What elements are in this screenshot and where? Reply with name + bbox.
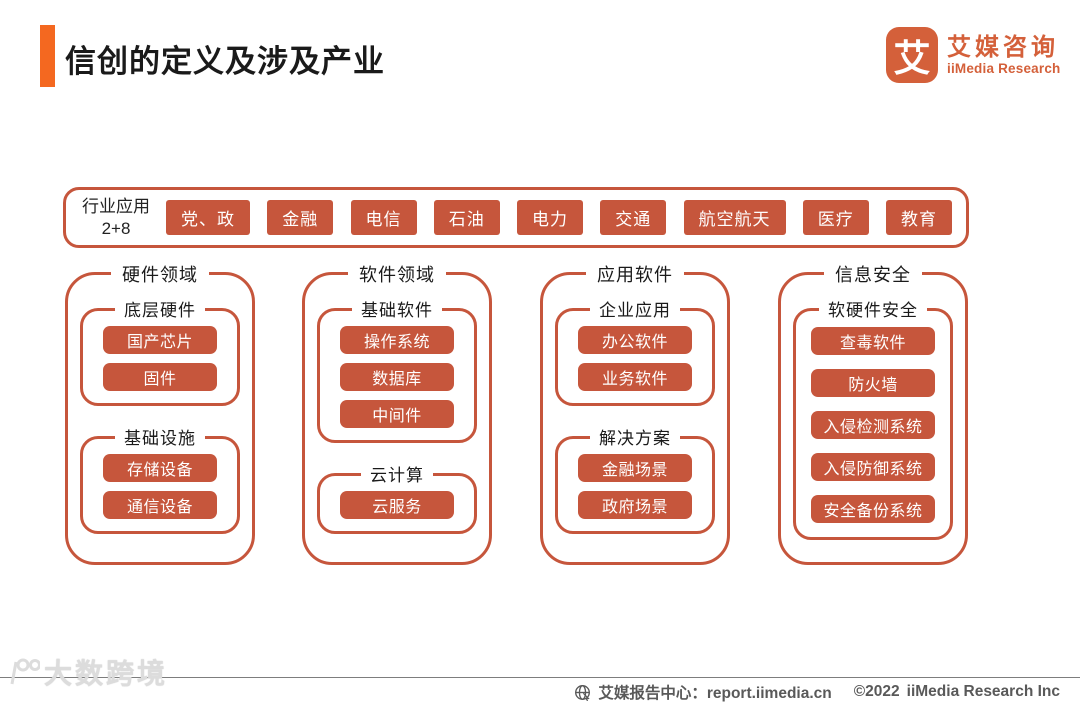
- group-item-list: 办公软件业务软件: [558, 311, 712, 403]
- category-title: 信息安全: [824, 262, 922, 288]
- page-title: 信创的定义及涉及产业: [65, 44, 385, 79]
- category-box: 应用软件企业应用办公软件业务软件解决方案金融场景政府场景: [540, 262, 730, 565]
- category-title: 应用软件: [586, 262, 684, 288]
- item-chip: 政府场景: [578, 491, 692, 519]
- footer: 艾媒报告中心：report.iimedia.cn ©2022 iiMedia R…: [574, 681, 1060, 702]
- group-item-list: 金融场景政府场景: [558, 439, 712, 531]
- item-chip: 云服务: [340, 491, 454, 519]
- footer-brand: iiMedia Research Inc: [906, 683, 1060, 700]
- industry-chip: 航空航天: [683, 200, 786, 235]
- item-chip: 存储设备: [103, 454, 217, 482]
- iimedia-logo-text: 艾媒咨询 iiMedia Research: [947, 34, 1061, 77]
- item-chip: 安全备份系统: [811, 495, 935, 523]
- group-box: 基础设施存储设备通信设备: [80, 427, 240, 534]
- industry-label-line1: 行业应用: [82, 197, 150, 217]
- industry-chip: 电力: [517, 200, 583, 235]
- industry-chip: 医疗: [802, 200, 869, 235]
- item-chip: 操作系统: [340, 326, 454, 354]
- item-chip: 通信设备: [103, 491, 217, 519]
- category-title: 软件领域: [348, 262, 446, 288]
- group-title: 底层硬件: [115, 299, 205, 322]
- group-title: 企业应用: [590, 299, 680, 322]
- item-chip: 业务软件: [578, 363, 692, 391]
- industry-application-label: 行业应用 2+8: [66, 196, 166, 239]
- item-chip: 办公软件: [578, 326, 692, 354]
- category-box: 硬件领域底层硬件国产芯片固件基础设施存储设备通信设备: [65, 262, 255, 565]
- item-chip: 防火墙: [811, 369, 935, 397]
- group-title: 云计算: [361, 464, 433, 487]
- group-title: 解决方案: [590, 427, 680, 450]
- item-chip: 固件: [103, 363, 217, 391]
- group-title: 基础设施: [115, 427, 205, 450]
- item-chip: 数据库: [340, 363, 454, 391]
- item-chip: 查毒软件: [811, 327, 935, 355]
- group-title: 软硬件安全: [819, 299, 927, 322]
- watermark-text: 大数跨境: [44, 658, 169, 689]
- iimedia-logo-icon: 艾: [886, 27, 938, 83]
- industry-chip: 教育: [886, 200, 952, 235]
- iimedia-logo: 艾 艾媒咨询 iiMedia Research: [886, 27, 1061, 83]
- item-chip: 入侵检测系统: [811, 411, 935, 439]
- item-chip: 中间件: [340, 400, 454, 428]
- footer-source: 艾媒报告中心：report.iimedia.cn: [598, 685, 832, 702]
- group-item-list: 操作系统数据库中间件: [320, 311, 474, 440]
- industry-chip: 电信: [350, 200, 417, 235]
- title-accent-bar: [40, 25, 55, 87]
- category-columns: 硬件领域底层硬件国产芯片固件基础设施存储设备通信设备软件领域基础软件操作系统数据…: [0, 262, 1080, 565]
- group-box: 基础软件操作系统数据库中间件: [317, 299, 477, 443]
- group-item-list: 查毒软件防火墙入侵检测系统入侵防御系统安全备份系统: [796, 311, 950, 537]
- industry-label-line2: 2+8: [101, 218, 131, 238]
- industry-chip: 交通: [600, 200, 667, 235]
- item-chip: 入侵防御系统: [811, 453, 935, 481]
- group-item-list: 云服务: [320, 476, 474, 531]
- group-box: 软硬件安全查毒软件防火墙入侵检测系统入侵防御系统安全备份系统: [793, 299, 953, 540]
- watermark: 大数跨境: [6, 652, 168, 692]
- logo-name-cn: 艾媒咨询: [947, 33, 1059, 61]
- category-title: 硬件领域: [111, 262, 209, 288]
- group-title: 基础软件: [352, 299, 442, 322]
- group-item-list: 国产芯片固件: [83, 311, 237, 403]
- group-box: 云计算云服务: [317, 464, 477, 534]
- category-box: 软件领域基础软件操作系统数据库中间件云计算云服务: [302, 262, 492, 565]
- footer-copyright: ©2022: [853, 683, 900, 700]
- group-box: 底层硬件国产芯片固件: [80, 299, 240, 406]
- watermark-icon: [10, 658, 40, 685]
- item-chip: 国产芯片: [103, 326, 217, 354]
- group-item-list: 存储设备通信设备: [83, 439, 237, 531]
- footer-divider: [0, 677, 1080, 678]
- item-chip: 金融场景: [578, 454, 692, 482]
- industry-chip: 党、政: [166, 200, 250, 235]
- logo-name-en: iiMedia Research: [947, 61, 1061, 77]
- category-box: 信息安全软硬件安全查毒软件防火墙入侵检测系统入侵防御系统安全备份系统: [778, 262, 968, 565]
- industry-chip-list: 党、政金融电信石油电力交通航空航天医疗教育: [166, 200, 952, 235]
- group-box: 解决方案金融场景政府场景: [555, 427, 715, 534]
- industry-chip: 石油: [433, 200, 500, 235]
- group-box: 企业应用办公软件业务软件: [555, 299, 715, 406]
- globe-icon: [575, 684, 591, 701]
- industry-chip: 金融: [267, 200, 334, 235]
- industry-application-box: 行业应用 2+8 党、政金融电信石油电力交通航空航天医疗教育: [63, 187, 969, 248]
